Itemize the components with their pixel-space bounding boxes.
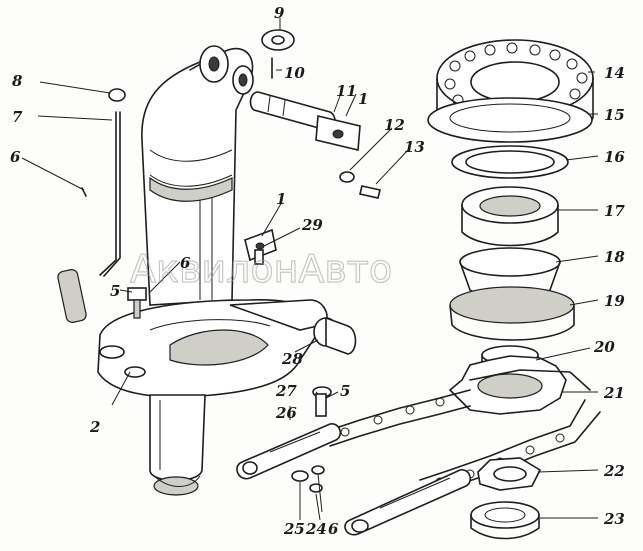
knuckle-housing: [97, 45, 328, 496]
callout-1b: 1: [276, 190, 286, 208]
watermark-text: АквилонАвто: [130, 247, 392, 291]
callout-19: 19: [604, 292, 625, 310]
callout-5a: 5: [110, 282, 120, 300]
callout-9: 9: [274, 4, 285, 22]
callout-labels: 8 7 6 9 10 11 1 12 13 14 15 16 17 18 19 …: [10, 4, 625, 538]
callout-2: 2: [89, 418, 100, 436]
callout-20: 20: [593, 338, 615, 356]
callout-8: 8: [12, 72, 23, 90]
bolt-27: [312, 386, 332, 417]
callout-11: 11: [336, 82, 357, 100]
bearing-stack: [427, 39, 594, 415]
callout-6c: 6: [328, 520, 339, 538]
callout-16: 16: [604, 148, 625, 166]
callout-14: 14: [604, 64, 625, 82]
callout-6b: 6: [180, 254, 191, 272]
top-washer-and-screw: [261, 29, 295, 79]
callout-24: 24: [305, 520, 327, 538]
bushing: [313, 316, 357, 355]
callout-27: 27: [275, 382, 297, 400]
callout-15: 15: [604, 106, 625, 124]
callout-21: 21: [603, 384, 625, 402]
callout-28: 28: [281, 350, 303, 368]
callout-25: 25: [283, 520, 305, 538]
callout-10: 10: [284, 64, 305, 82]
callout-17: 17: [604, 202, 625, 220]
small-washers: [291, 465, 325, 493]
callout-6a: 6: [10, 148, 21, 166]
lubrication-rod: [57, 88, 126, 323]
lock-rings: [470, 457, 542, 540]
callout-13: 13: [404, 138, 425, 156]
callout-22: 22: [603, 462, 625, 480]
callout-23: 23: [603, 510, 625, 528]
leader-lines: [21, 18, 599, 521]
callout-1a: 1: [358, 90, 368, 108]
callout-5b: 5: [340, 382, 350, 400]
king-pin-assembly: [249, 91, 381, 199]
callout-12: 12: [384, 116, 405, 134]
callout-26: 26: [275, 404, 297, 422]
callout-18: 18: [604, 248, 625, 266]
strips: [236, 423, 472, 536]
callout-29: 29: [301, 216, 323, 234]
callout-7: 7: [12, 108, 23, 126]
